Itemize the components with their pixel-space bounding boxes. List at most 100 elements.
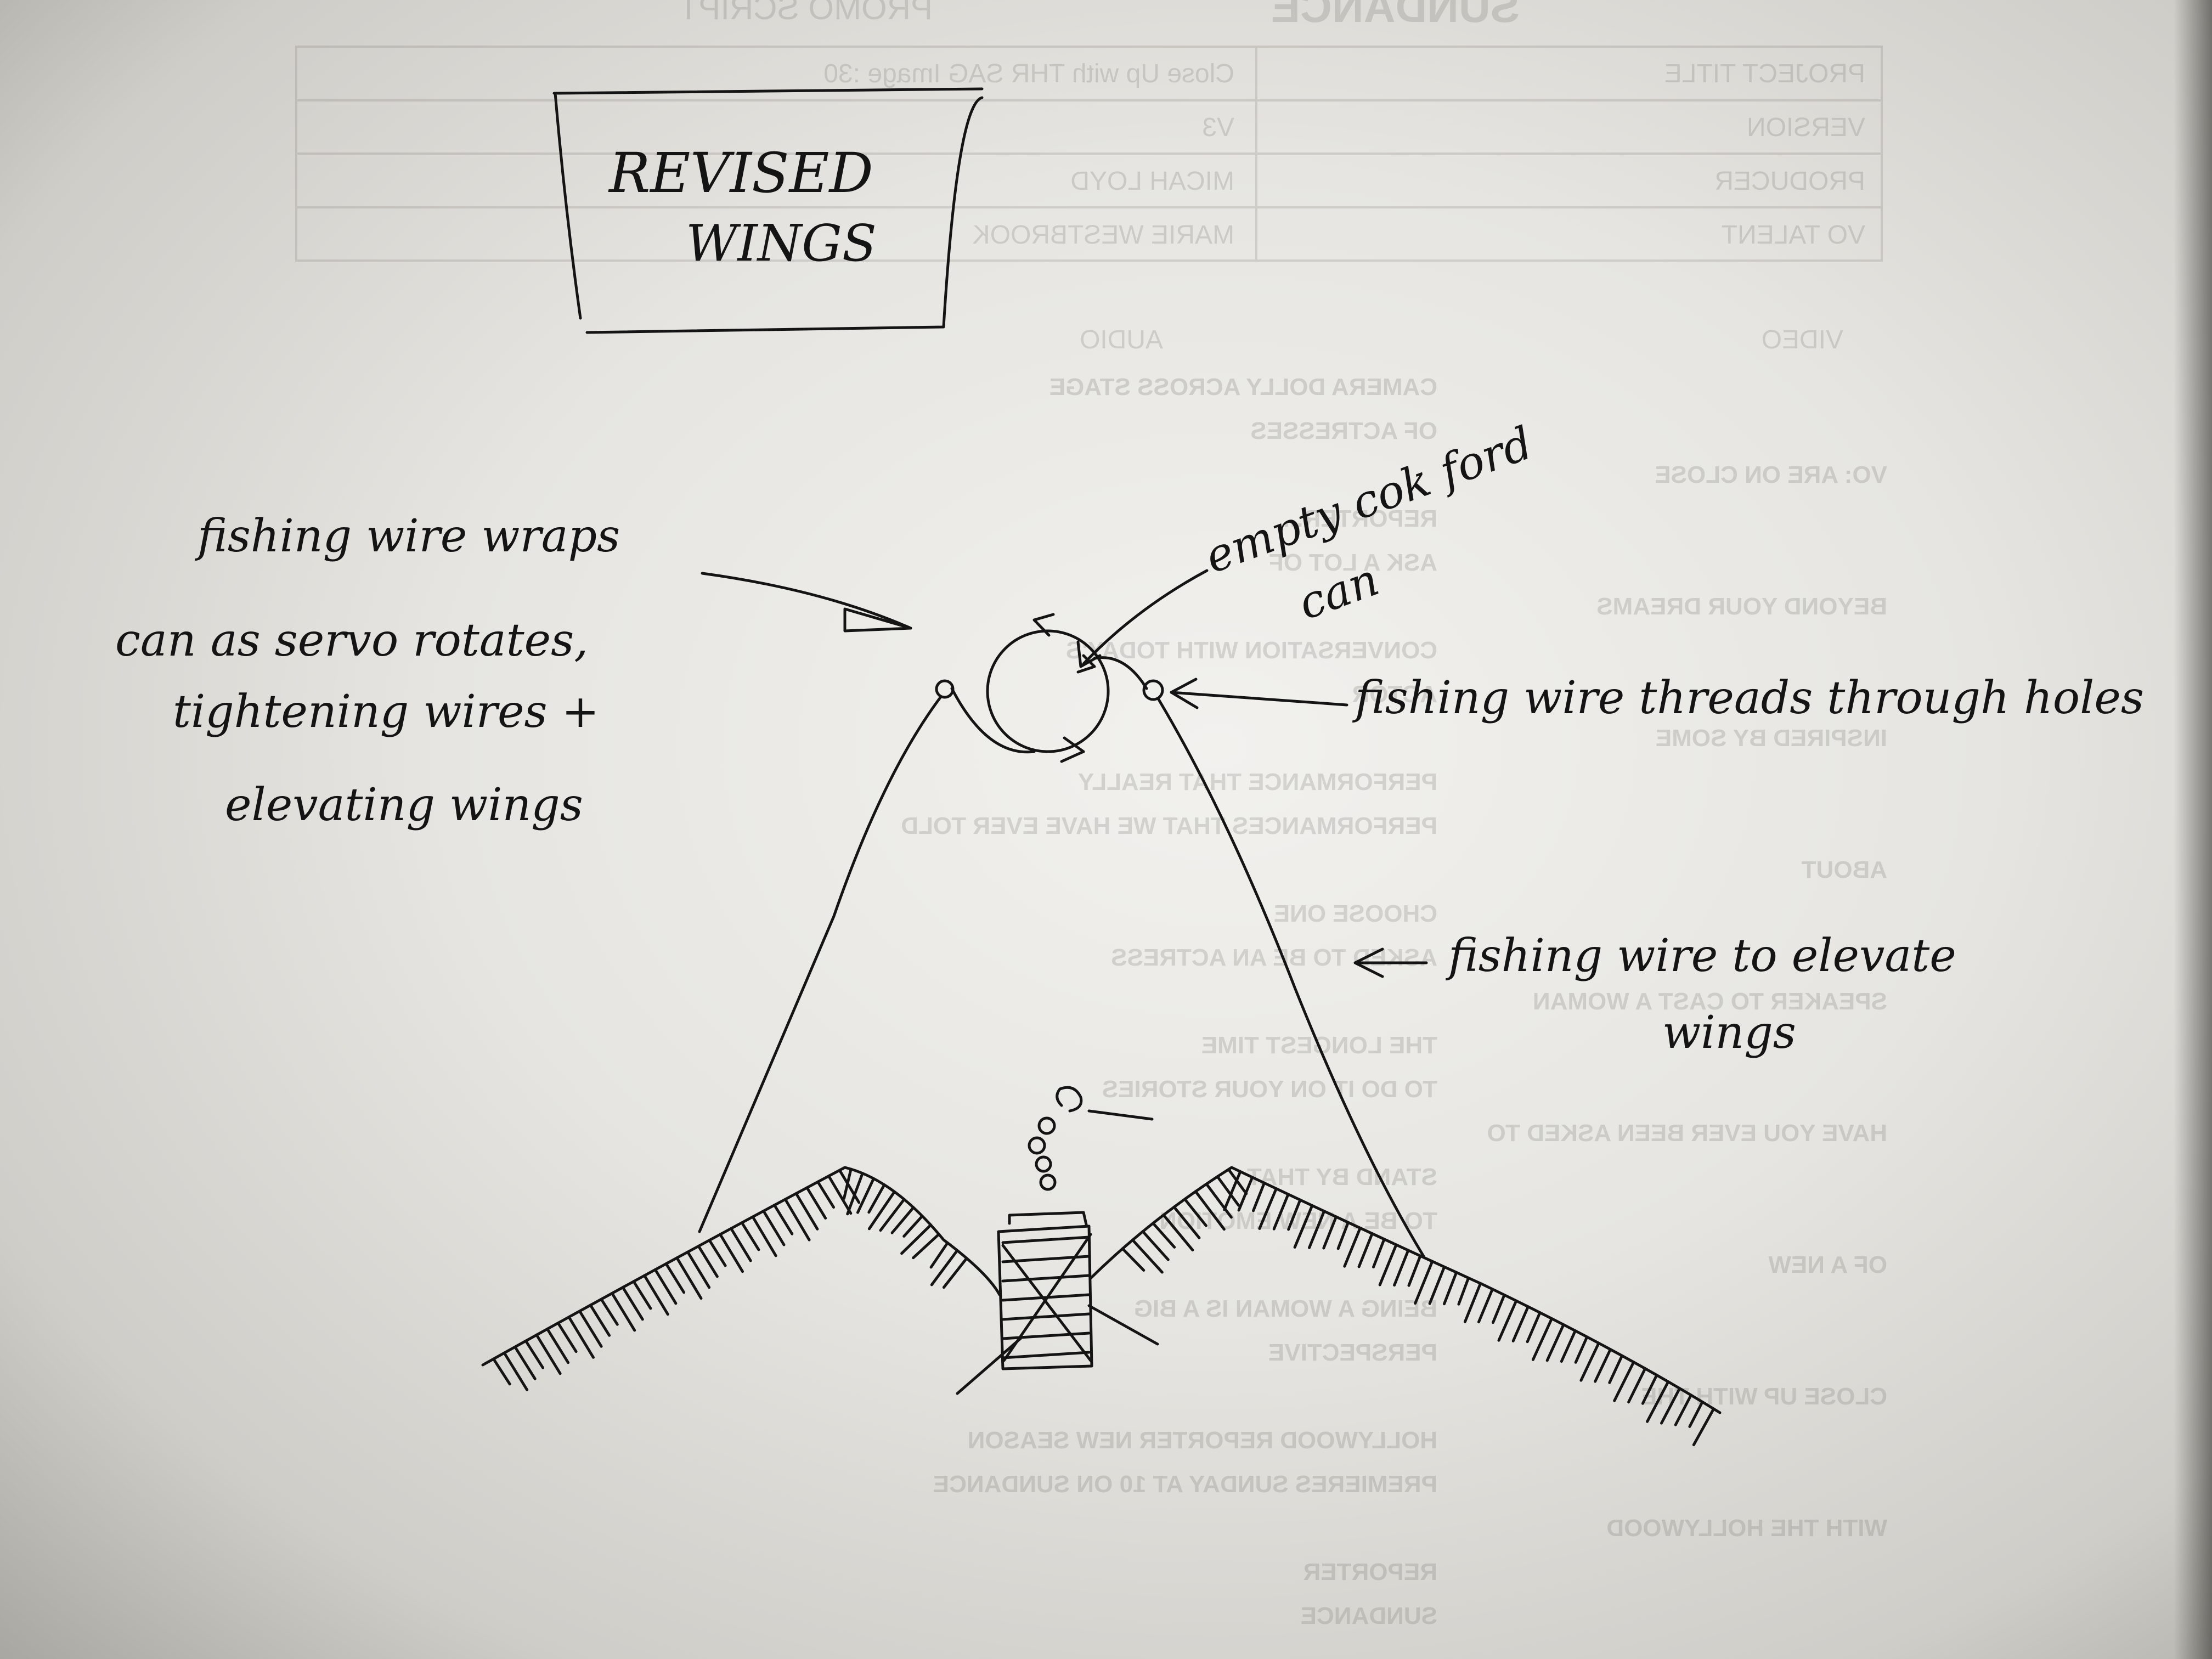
rotation-arrow-top [1032,613,1055,637]
bleed-row-value: MARIE WESTBROOK [973,221,1234,250]
feather-stroke [1141,1230,1170,1261]
bleed-script-line: REPORTER [1304,1559,1437,1585]
bleed-script-line: VO: ARE ON CLOSE [1655,461,1887,488]
feather-stroke [762,1209,786,1246]
bleed-row-label: VERSION [1747,113,1865,142]
feather-stroke [1457,1276,1470,1306]
elevate-label: fishing wire to elevate wings [1353,930,1956,1059]
can-label: empty cok ford can [1076,417,1539,668]
bleed-script-line: ABOUT [1801,856,1887,883]
left-guide-hole [935,679,955,699]
feather-stroke [1560,1329,1577,1363]
holes-label-arrowhead [1170,678,1199,709]
feather-stroke [719,1233,744,1273]
feather-stroke [1574,1335,1589,1364]
bleed-script-line: BEING A WOMAN IS A BIG [1134,1295,1437,1322]
feather-stroke [1660,1387,1681,1425]
left-wing [481,1166,1001,1367]
bleed-brand: SUNDANCE [1271,0,1520,31]
feather-stroke [1463,1282,1482,1323]
feather-stroke [1608,1354,1624,1384]
feather-stroke [827,1175,853,1215]
feather-stroke [653,1268,678,1305]
feather-stroke [794,1192,819,1231]
bleed-through-form: SUNDANCE PROMO SCRIPT PROJECT TITLE Close… [295,0,1887,1629]
feather-stroke [1293,1204,1314,1249]
right-wing-feathers [1121,1168,1716,1447]
left-note-line-2: can as servo rotates, [115,614,588,667]
bleed-script-line: REPORTER... [1283,505,1437,532]
feather-stroke [1336,1221,1350,1250]
feather-stroke [890,1206,915,1234]
feather-stroke [589,1304,611,1337]
elevate-label-arrowhead [1353,947,1384,978]
feather-stroke [942,1257,968,1289]
feather-stroke [900,1223,933,1255]
bleed-script-line: TO BE A NEW EMOTION [1159,1207,1437,1234]
feather-stroke [1272,1193,1290,1231]
feather-stroke [879,1198,906,1232]
feather-stroke [1216,1175,1240,1207]
bleed-script-line: ASKED TO BE AN ACTRESS [1111,944,1437,971]
title-line-wings: WINGS [686,214,877,273]
rotation-arrow-bottom [1060,736,1085,763]
feather-stroke [867,1183,886,1214]
feather-stroke [930,1249,959,1286]
feather-stroke [1308,1210,1326,1249]
feather-stroke [1237,1176,1254,1212]
feather-stroke [730,1227,752,1262]
feather-stroke [740,1221,760,1251]
feather-stroke [1183,1198,1207,1227]
wing-body [956,1211,1159,1395]
feather-stroke [514,1345,537,1380]
feather-stroke [546,1328,570,1364]
feather-stroke [1627,1367,1647,1404]
bubble-trail [1087,1109,1154,1121]
feather-stroke [1357,1232,1374,1268]
bleed-script-line: CHOOSE ONE [1274,900,1437,927]
feather-stroke [1152,1222,1176,1249]
bleed-script-line: CONVERSATION WITH TODAY'S [1066,637,1437,664]
bleed-script-line: INSPIRED BY SOME [1656,725,1887,752]
bleed-form-title: PROMO SCRIPT [679,0,933,26]
bleed-script-line: OF A NEW [1768,1251,1887,1278]
feather-stroke [697,1244,719,1278]
feather-stroke [1162,1214,1194,1252]
feather-stroke [1545,1323,1565,1362]
feather-stroke [621,1286,644,1321]
left-note-arrowhead [843,607,912,633]
feather-stroke [838,1169,861,1204]
feather-stroke [503,1351,529,1391]
bleed-row-value: Close Up with THR SAG Image :30 [823,59,1234,88]
feather-stroke [664,1262,686,1294]
feather-stroke [805,1186,827,1220]
bleed-row-value: V3 [1202,113,1234,142]
bleed-script-line: STAND BY THAT [1247,1164,1437,1190]
feather-stroke [1258,1187,1278,1230]
feather-stroke [816,1180,835,1209]
left-note-line-1: fishing wire wraps [194,510,620,562]
feather-stroke [1492,1293,1506,1324]
feather-stroke [535,1333,562,1375]
right-guide-hole [1142,679,1164,701]
holes-label-text: fishing wire threads through holes [1352,672,2144,724]
bleed-row-label: PROJECT TITLE [1664,59,1865,88]
feather-stroke [1428,1265,1446,1305]
elevate-label-line-2: wings [1662,1007,1796,1059]
left-note-arrow [701,572,912,630]
holes-label: fishing wire threads through holes [1170,672,2144,724]
feather-stroke [867,1190,896,1231]
can-label-arrow [1082,569,1209,665]
feather-stroke [1322,1215,1338,1250]
bleed-row-label: VO TALENT [1722,221,1865,250]
title-box: REVISED WINGS [552,87,984,334]
feather-stroke [1579,1341,1600,1382]
left-note-line-3: tightening wires + [173,686,599,738]
feather-stroke [1646,1380,1670,1423]
feather-stroke [843,1167,853,1200]
bleed-row-value: MICAH LOYD [1070,167,1234,196]
feather-stroke [783,1198,811,1242]
bleed-column-audio: AUDIO [1080,325,1163,354]
feather-stroke [686,1250,711,1289]
